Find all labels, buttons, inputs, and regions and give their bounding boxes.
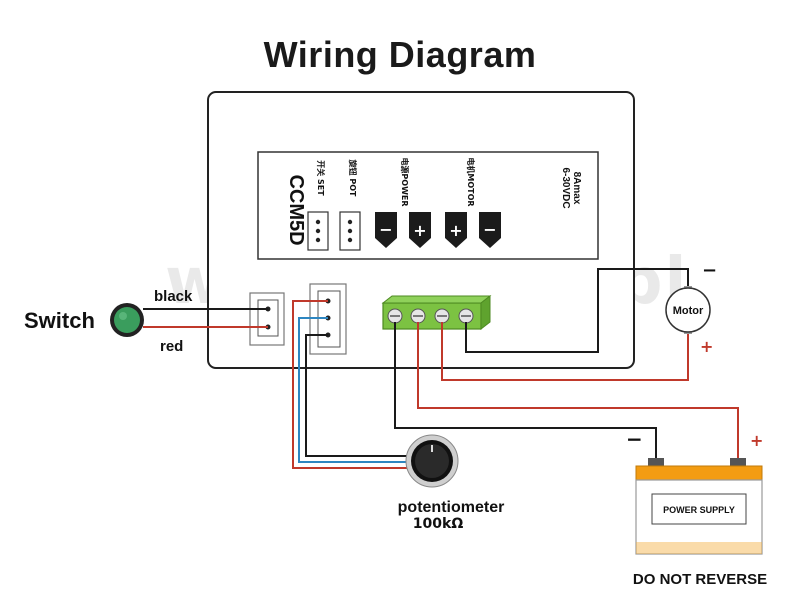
do-not-reverse-warning: DO NOT REVERSE: [633, 571, 767, 588]
terminal-sign-3: +: [449, 221, 462, 240]
spec-voltage: 6-30VDC: [560, 167, 571, 208]
wire-motor-black: [465, 268, 689, 353]
wire-battery-black: [394, 322, 657, 458]
battery: [635, 458, 763, 555]
terminal-motor-plus: [445, 212, 467, 248]
potentiometer-knob: [405, 434, 459, 488]
terminal-sign-2: +: [413, 221, 426, 240]
model-label: CCM5D: [285, 174, 307, 245]
terminal-power-minus: [375, 212, 397, 248]
battery-minus-sign: −: [626, 427, 643, 451]
battery-label: POWER SUPPLY: [663, 505, 735, 515]
terminal-power-plus: [409, 212, 431, 248]
wire-black-label: black: [154, 288, 193, 305]
terminal-motor-minus: [479, 212, 501, 248]
motor-plus-sign: +: [700, 337, 713, 356]
switch-label: Switch: [24, 308, 95, 333]
motor-minus-sign: −: [702, 260, 717, 281]
motor: [665, 286, 711, 334]
motor-output-label: 电机MOTOR: [466, 157, 476, 206]
battery-plus-sign: +: [750, 431, 763, 450]
power-label: 电源POWER: [400, 157, 410, 206]
terminal-sign-4: −: [483, 220, 496, 239]
potentiometer-value: 100kΩ: [413, 516, 464, 532]
wire-pot-blue: [298, 317, 408, 463]
wire-battery-red: [417, 322, 739, 458]
motor-label: Motor: [673, 305, 704, 317]
wire-motor-red: [441, 322, 689, 381]
wire-pot-red: [292, 300, 408, 469]
wire-red-label: red: [160, 338, 183, 355]
spec-current: 8Amax: [571, 172, 582, 205]
green-terminal-block: [381, 294, 492, 331]
switch-button: [110, 303, 144, 337]
page-title: Wiring Diagram: [263, 34, 537, 75]
terminal-sign-1: −: [379, 220, 392, 239]
faceplate-terminals: [375, 212, 501, 248]
pot-label: 旋钮 POT: [348, 159, 358, 197]
potentiometer-label: potentiometer: [398, 499, 505, 516]
set-label: 开关 SET: [316, 160, 326, 196]
wire-pot-black: [305, 334, 408, 457]
